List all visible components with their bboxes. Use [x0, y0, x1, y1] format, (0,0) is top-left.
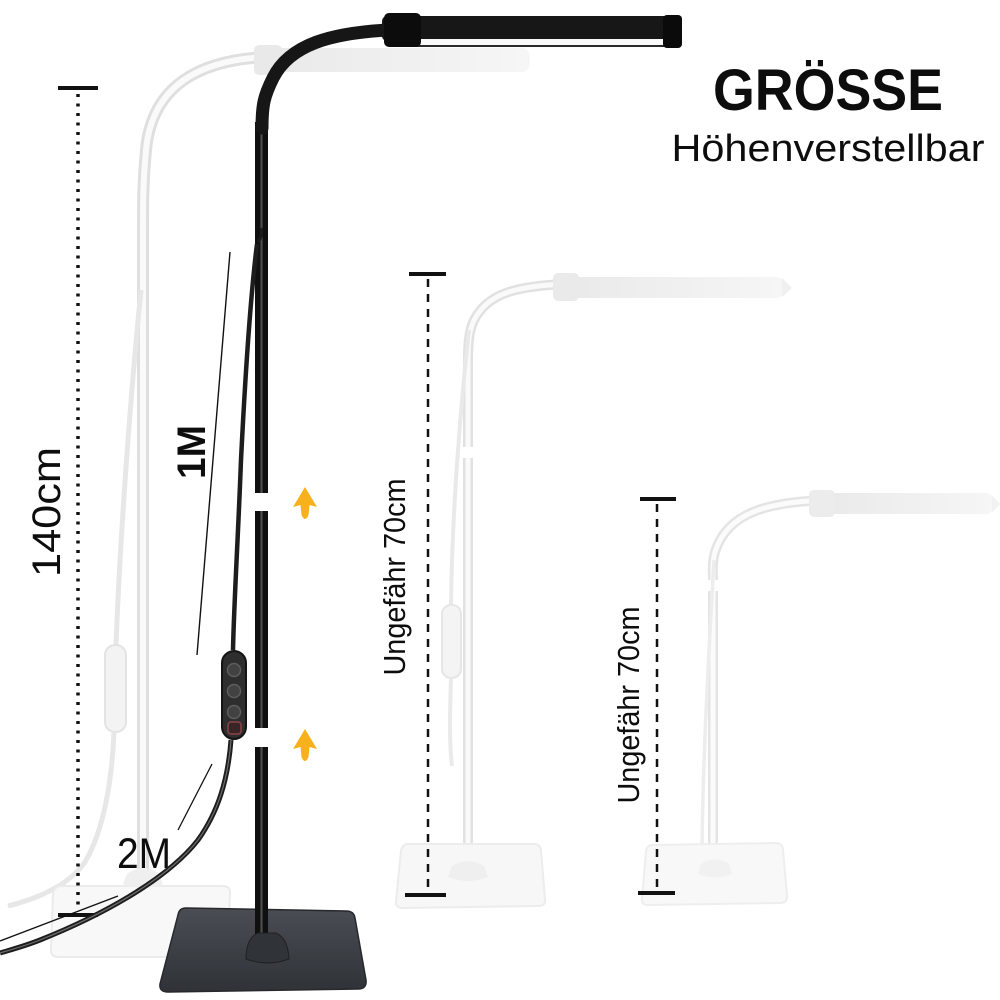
total-height-label: 140cm [25, 447, 69, 577]
ghost-lamp-small-base-cone [698, 859, 732, 878]
main-lamp [0, 13, 682, 993]
cable-length-leader-lower [0, 895, 119, 942]
ghost-lamp-mid-head-joint [553, 273, 579, 301]
main-lamp-head-bar [382, 16, 682, 41]
cable-length-label: 2M [117, 830, 171, 878]
page-subtitle: Höhenverstellbar [672, 128, 985, 170]
controller-power-button [227, 721, 242, 735]
pole-length-leader-line [196, 251, 231, 656]
main-lamp-head-bottom-edge [402, 45, 666, 47]
main-lamp-base-cone [245, 932, 290, 964]
ghost-lamp-mid-switch [441, 604, 462, 679]
ghost-lamp-mid-cable-upper [449, 329, 471, 606]
main-lamp-controller [221, 650, 247, 740]
ghost-lamp-mid-base-cone [448, 861, 488, 881]
ghost-lamp-mid-pole-joint [461, 447, 474, 458]
right-lamp-height-label: Ungefähr 70cm [611, 607, 646, 804]
page-title: GRÖSSE [713, 58, 943, 123]
ghost-lamp-small-pole-highlight [710, 497, 825, 863]
main-lamp-head-endcap [663, 15, 682, 48]
pole-break-gap-lower [251, 728, 272, 747]
ghost-lamp-small-head-joint [809, 490, 835, 517]
main-lamp-led-strip [402, 39, 666, 46]
pole-length-label: 1M [170, 425, 214, 479]
controller-brightness-up-button [226, 662, 242, 678]
ghost-lamp-small-head [816, 493, 994, 514]
ghost-lamp-tall-pole-highlight [140, 54, 269, 883]
height-adjust-arrows [293, 487, 317, 761]
controller-brightness-down-button [226, 704, 242, 720]
main-lamp-head-joint [384, 13, 421, 47]
pole-break-gap-upper [251, 493, 272, 511]
main-lamp-cable-lower-sheen [0, 739, 232, 954]
height-adjust-arrow-up-icon [293, 729, 317, 761]
ghost-lamp-mid-cable-lower [448, 677, 454, 767]
ghost-lamp-small [640, 490, 1000, 907]
ghost-lamp-mid-pole-highlight [465, 281, 569, 869]
controller-color-mode-button [226, 683, 242, 699]
cable-length-leader-upper [177, 763, 213, 831]
ghost-lamp-mid-head-tip [782, 278, 792, 297]
ghost-lamp-mid-pole [463, 279, 571, 871]
ghost-lamp-tall-head [262, 48, 530, 72]
ghost-lamp-tall-switch [104, 644, 127, 733]
ghost-lamp-mid-head [560, 277, 784, 298]
ghost-lamp-small-head-tip [992, 495, 1000, 513]
main-lamp-cable-hook [256, 227, 264, 243]
main-lamp-gooseneck [255, 23, 395, 135]
dimension-70cm-mid [405, 272, 446, 897]
height-adjust-arrow-up-icon [293, 487, 317, 519]
mid-lamp-height-label: Ungefähr 70cm [377, 479, 412, 676]
ghost-lamp-tall-cable-lower [7, 731, 117, 909]
dimension-70cm-right [638, 497, 676, 895]
ghost-lamp-mid [394, 273, 792, 910]
ghost-lamp-small-cable [700, 559, 716, 851]
ghost-lamp-small-pole [707, 495, 827, 865]
ghost-lamp-tall-cable-upper [113, 289, 144, 646]
main-lamp-cable-upper [230, 243, 260, 651]
